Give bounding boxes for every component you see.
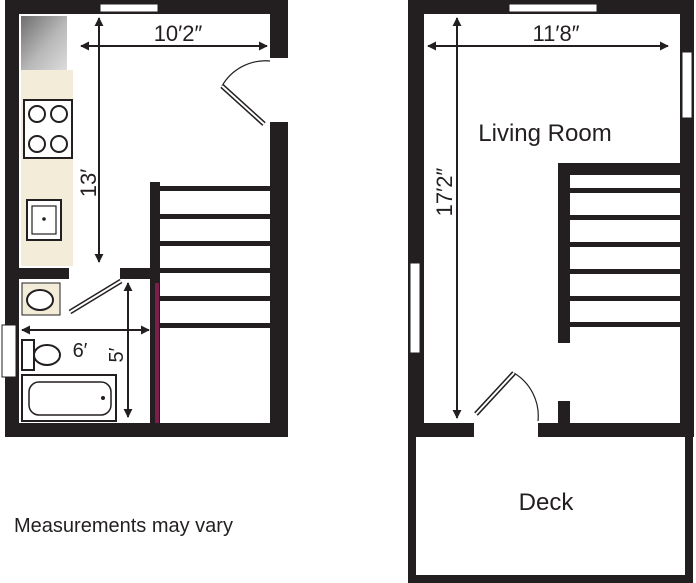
left-entry-door (220, 60, 271, 126)
left-width-label: 10′2″ (154, 21, 203, 46)
kitchen-sink (26, 199, 62, 241)
deck (408, 437, 693, 583)
right-unit: 11′8″ 17′2″ Living Room Deck (408, 0, 694, 583)
left-unit: 10′2″ 13′ 6′ 5′ (1, 0, 288, 437)
toilet (21, 339, 61, 371)
bath-depth-label: 5′ (106, 347, 128, 362)
measurement-note: Measurements may vary (14, 515, 233, 537)
right-staircase (570, 188, 680, 327)
stove (23, 99, 73, 159)
left-side-window (1, 324, 17, 378)
bathtub (21, 374, 117, 422)
bathroom-sink (21, 282, 61, 316)
left-top-window (99, 3, 159, 13)
deck-door (474, 371, 539, 422)
right-depth-label: 17′2″ (432, 167, 457, 216)
stair-railing (155, 283, 159, 423)
right-west-window (409, 262, 421, 354)
right-top-window (508, 3, 598, 13)
bath-width-label: 6′ (73, 340, 88, 362)
deck-label: Deck (519, 489, 575, 516)
refrigerator (21, 16, 67, 70)
bathroom-door (68, 278, 123, 315)
right-width-label: 11′8″ (533, 21, 580, 46)
left-depth-label: 13′ (76, 169, 101, 198)
left-staircase (160, 186, 270, 328)
living-room-label: Living Room (478, 120, 611, 147)
right-east-window (681, 51, 693, 119)
